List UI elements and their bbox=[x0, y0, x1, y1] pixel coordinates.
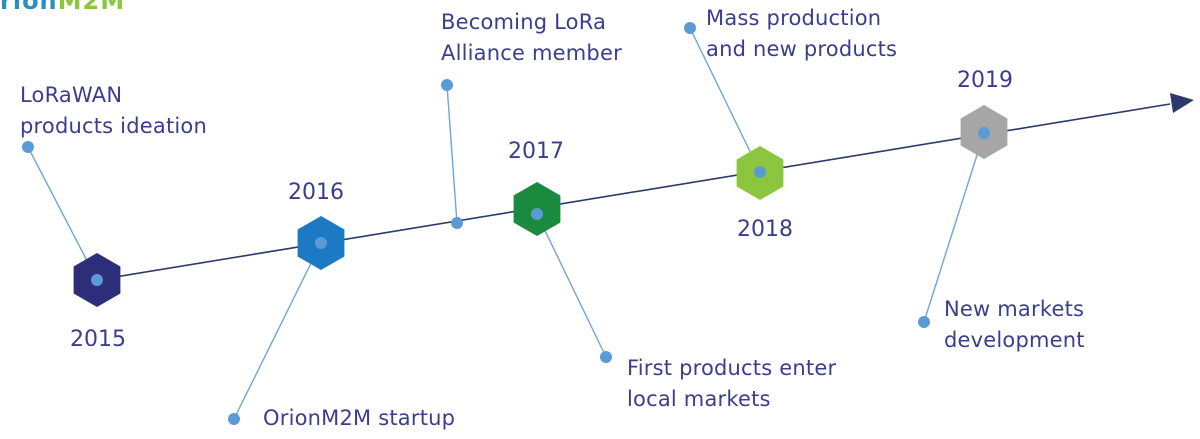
dot-2019 bbox=[978, 127, 990, 139]
event-label-lora-alliance: Becoming LoRa Alliance member bbox=[441, 10, 622, 65]
event-label-lorawan-ideation: LoRaWAN products ideation bbox=[20, 83, 207, 138]
connector-2015 bbox=[27, 146, 98, 281]
year-label-2017: 2017 bbox=[508, 139, 564, 164]
timeline-axis bbox=[96, 103, 1171, 281]
connector-lora-alliance bbox=[446, 84, 458, 224]
connector-2019 bbox=[923, 132, 985, 323]
year-label-2016: 2016 bbox=[288, 180, 344, 205]
dot-2018 bbox=[754, 166, 766, 178]
connector-2017 bbox=[536, 213, 607, 358]
year-label-2015: 2015 bbox=[70, 327, 126, 352]
year-label-2019: 2019 bbox=[957, 68, 1013, 93]
dot-end-new-markets bbox=[918, 316, 930, 328]
event-label-mass-production: Mass production and new products bbox=[706, 6, 898, 61]
dot-2015 bbox=[91, 274, 103, 286]
event-label-new-markets: New markets development bbox=[944, 297, 1085, 352]
dot-end-mass-production bbox=[684, 22, 696, 34]
connector-2018 bbox=[689, 27, 761, 173]
dot-end-lorawan bbox=[22, 141, 34, 153]
event-label-first-products: First products enter local markets bbox=[627, 356, 837, 411]
dot-end-startup bbox=[228, 413, 240, 425]
dot-2016 bbox=[315, 237, 327, 249]
dot-lora-alliance-axis bbox=[451, 217, 463, 229]
year-label-2018: 2018 bbox=[737, 217, 793, 242]
connector-2016 bbox=[233, 242, 322, 420]
timeline-arrowhead bbox=[1170, 93, 1194, 113]
dot-2017 bbox=[531, 208, 543, 220]
dot-end-first-products bbox=[600, 351, 612, 363]
dot-end-lora-alliance bbox=[441, 79, 453, 91]
event-label-startup: OrionM2M startup bbox=[263, 406, 456, 430]
brand-logo: rionM2M bbox=[0, 0, 126, 15]
